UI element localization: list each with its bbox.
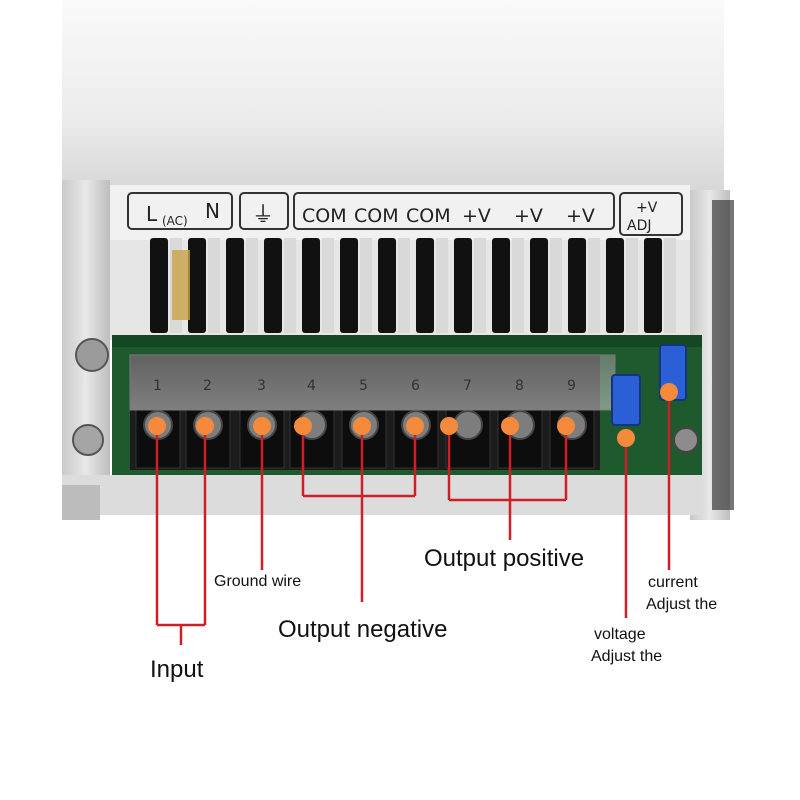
vent-slot (340, 238, 358, 333)
terminal-marker-dot (440, 417, 458, 435)
vent-fin (588, 238, 600, 333)
terminal-marker-dot (617, 429, 635, 447)
terminal-number-1: 1 (153, 378, 162, 394)
screw-bottom-left-icon (72, 424, 104, 456)
vent-slot (378, 238, 396, 333)
terminal-number-5: 5 (359, 378, 368, 394)
output-positive-label: Output positive (424, 545, 585, 572)
vent-slot (492, 238, 510, 333)
output-negative-label: Output negative (278, 616, 448, 643)
terminal-screw-icon (453, 410, 483, 440)
terminal-marker-dot (501, 417, 519, 435)
vent-slot (568, 238, 586, 333)
voltage-adjust-label-line2: Adjust the (591, 648, 663, 665)
pcb-shadow (112, 335, 702, 347)
adj-top-text: +V (636, 200, 658, 216)
vent-fin (284, 238, 296, 333)
case-right-edge (712, 200, 734, 510)
terminal-cover (129, 354, 616, 411)
ground-symbol-icon: ⏚ (252, 203, 274, 228)
ac-n-text: N (205, 199, 220, 223)
vent-slot (188, 238, 206, 333)
voltage-adjust-label-line1: voltage (594, 626, 646, 643)
left-foot (62, 485, 100, 520)
vent-slot (226, 238, 244, 333)
internal-component (172, 250, 190, 320)
current-adjust-label-line1: current (648, 574, 698, 591)
terminal-label-1: COM (302, 205, 347, 227)
vent-slot (264, 238, 282, 333)
vent-slot (530, 238, 548, 333)
terminal-number-4: 4 (307, 378, 316, 394)
terminal-marker-dot (196, 417, 214, 435)
terminal-marker-dot (406, 417, 424, 435)
vent-fin (626, 238, 638, 333)
vent-slot (150, 238, 168, 333)
adj-label-box (619, 192, 683, 236)
terminal-labels: COM COM COM +V +V +V (302, 205, 595, 227)
vent-fin (512, 238, 524, 333)
terminal-number-6: 6 (411, 378, 420, 394)
terminal-label-5: +V (514, 205, 543, 227)
terminal-marker-dot (353, 417, 371, 435)
case-top (62, 0, 724, 195)
terminal-marker-dot (557, 417, 575, 435)
ground-label-box (239, 192, 289, 230)
terminal-label-4: +V (462, 205, 491, 227)
terminal-numbers: 1 2 3 4 5 6 7 8 9 (153, 378, 576, 394)
vent-slot (644, 238, 662, 333)
vent-slot (606, 238, 624, 333)
ground-wire-label: Ground wire (214, 573, 302, 590)
terminal-number-8: 8 (515, 378, 524, 394)
screw-top-left-icon (75, 338, 109, 372)
voltage-pot-icon (611, 374, 641, 426)
terminal-marker-dot (294, 417, 312, 435)
terminal-markers (148, 383, 678, 447)
terminal-marker-dot (148, 417, 166, 435)
vent-fin (474, 238, 486, 333)
vent-slot (416, 238, 434, 333)
vent-fin (436, 238, 448, 333)
terminal-number-7: 7 (463, 378, 472, 394)
vent-fin (208, 238, 220, 333)
vent-slot (454, 238, 472, 333)
ac-label-box (127, 192, 233, 230)
adj-bottom-text: ADJ (627, 218, 652, 234)
screw-right-icon (673, 427, 699, 453)
vent-slot (302, 238, 320, 333)
label-panel (110, 185, 690, 245)
vent-fin (246, 238, 258, 333)
terminal-marker-dot (253, 417, 271, 435)
vent-fin (664, 238, 676, 333)
terminal-marker-dot (660, 383, 678, 401)
leader-lines (155, 395, 671, 645)
vent-fin (322, 238, 334, 333)
ac-l-text: L (146, 202, 158, 226)
vent-slots (150, 238, 676, 333)
terminal-label-3: COM (406, 205, 451, 227)
terminal-number-2: 2 (203, 378, 212, 394)
current-adjust-label-line2: Adjust the (646, 596, 718, 613)
terminal-label-2: COM (354, 205, 399, 227)
ac-sub-text: (AC) (162, 214, 188, 228)
terminal-number-3: 3 (257, 378, 266, 394)
vent-fin (550, 238, 562, 333)
input-label: Input (150, 656, 204, 683)
vent-fin (398, 238, 410, 333)
terminal-number-9: 9 (567, 378, 576, 394)
terminal-label-6: +V (566, 205, 595, 227)
output-label-box (293, 192, 615, 230)
vent-fin (360, 238, 372, 333)
